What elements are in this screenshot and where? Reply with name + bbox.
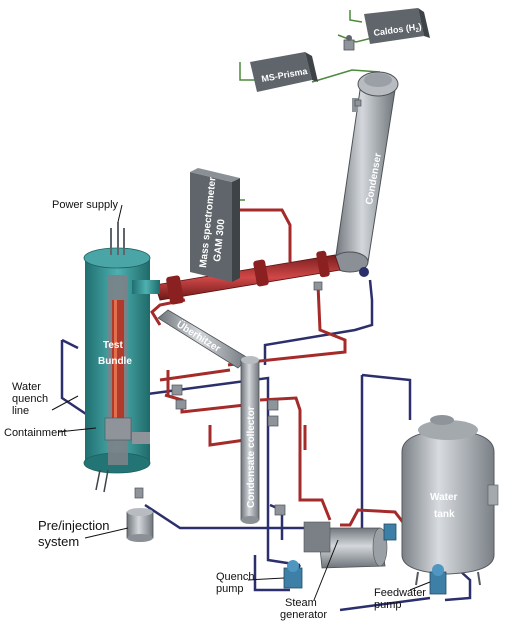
mass-spectrometer: Mass spectrometer GAM 300	[190, 168, 240, 282]
steam-generator-label-1: Steam	[285, 597, 317, 609]
valves	[134, 99, 362, 516]
caldos-valve	[343, 35, 355, 51]
test-bundle-vessel: Test Bundle	[83, 222, 160, 493]
aux-pump	[383, 523, 397, 541]
steam-generator-label-2: generator	[280, 609, 327, 621]
ms-prisma-box: MS-Prisma	[250, 52, 318, 92]
feedwater-pump-label-2: pump	[374, 599, 402, 611]
leader-lines	[51, 204, 431, 601]
gam300-label: GAM 300	[212, 218, 227, 262]
water-tank: Water tank	[401, 415, 499, 586]
ueberhitzer-label: Überhitzer	[174, 318, 223, 355]
pre-injection-vessel	[126, 508, 154, 542]
pre-injection-label-1: Pre/injection	[38, 518, 110, 533]
condensate-collector-label: Condensate collector	[246, 406, 257, 508]
feedwater-pump	[429, 564, 447, 595]
test-bundle-label-1: Test	[103, 340, 123, 351]
water-tank-label-1: Water	[430, 492, 458, 503]
containment-label: Containment	[4, 427, 66, 439]
steam-generator	[303, 521, 388, 569]
test-bundle-label-2: Bundle	[98, 356, 132, 367]
ueberhitzer: Überhitzer	[157, 309, 249, 369]
water-quench-label-1: Water	[12, 381, 41, 393]
power-supply-label: Power supply	[52, 199, 119, 211]
feedwater-pump-label-1: Feedwater	[374, 587, 426, 599]
quench-pump-label-1: Quench	[216, 571, 255, 583]
water-tank-label-2: tank	[434, 509, 455, 520]
quench-pump-label-2: pump	[216, 583, 244, 595]
water-quench-label-2: quench	[12, 393, 48, 405]
quench-pump	[283, 560, 303, 589]
water-quench-label-3: line	[12, 405, 29, 417]
pre-injection-label-2: system	[38, 534, 79, 549]
caldos-box: Caldos (H2)	[364, 8, 430, 44]
main-steam-pipe	[154, 250, 341, 305]
condenser: Condenser	[331, 71, 399, 277]
condensate-collector: Condensate collector	[240, 356, 260, 524]
